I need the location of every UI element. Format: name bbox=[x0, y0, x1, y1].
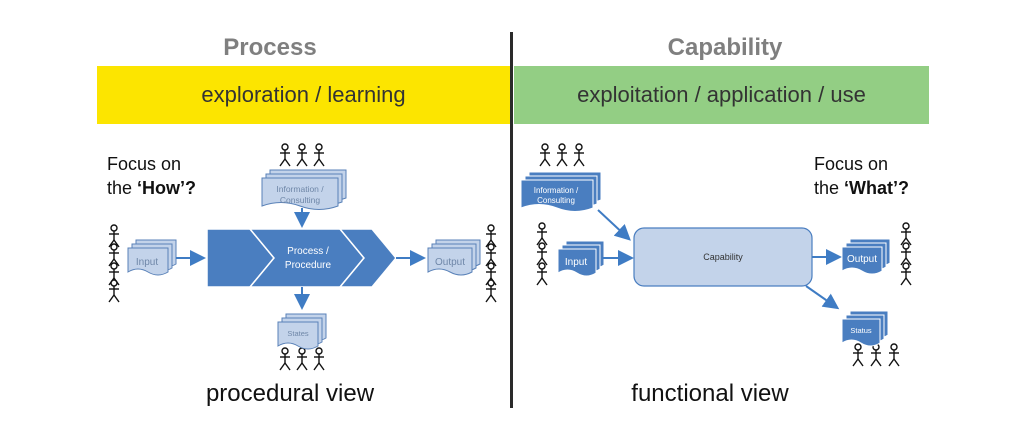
input-doc-left: Input bbox=[127, 239, 177, 276]
people-group-input-right bbox=[536, 222, 548, 286]
people-group-info-left bbox=[279, 143, 325, 167]
functional-view-label: functional view bbox=[631, 380, 789, 407]
info-consulting-doc-left: Information / Consulting bbox=[261, 169, 347, 210]
capability-box: Capability bbox=[633, 227, 813, 287]
process-chevrons: Process / Procedure bbox=[206, 228, 397, 288]
info-doc-left-line1: Information / bbox=[276, 184, 324, 194]
people-group-input-left bbox=[108, 224, 120, 303]
input-doc-right-label: Input bbox=[565, 257, 587, 268]
process-label-line2: Procedure bbox=[285, 260, 332, 271]
focus-what-suffix: ? bbox=[898, 178, 910, 198]
exploration-band: exploration / learning bbox=[97, 66, 510, 124]
focus-how-suffix: ? bbox=[185, 178, 197, 198]
focus-how-prefix: the bbox=[107, 178, 138, 198]
process-heading: Process bbox=[223, 34, 317, 61]
focus-what-line2: the ‘What’? bbox=[814, 176, 909, 200]
info-doc-left-line2: Consulting bbox=[280, 195, 320, 205]
people-group-output-right bbox=[900, 222, 912, 286]
input-doc-left-label: Input bbox=[136, 257, 158, 268]
exploitation-band: exploitation / application / use bbox=[514, 66, 929, 124]
arrow-capability-to-status bbox=[805, 285, 840, 310]
procedural-view-label: procedural view bbox=[205, 380, 375, 407]
column-divider bbox=[510, 32, 513, 408]
states-doc-label: States bbox=[287, 329, 309, 338]
info-doc-right-line1: Information / bbox=[534, 186, 579, 195]
status-doc: Status bbox=[841, 310, 889, 347]
arrow-info-to-capability bbox=[597, 209, 631, 241]
focus-what-bold: ‘What’ bbox=[844, 178, 899, 198]
status-doc-label: Status bbox=[850, 326, 872, 335]
output-doc-left-label: Output bbox=[435, 257, 465, 268]
output-doc-right-label: Output bbox=[847, 254, 877, 265]
exploration-band-label: exploration / learning bbox=[201, 82, 406, 107]
exploitation-band-label: exploitation / application / use bbox=[577, 82, 866, 107]
focus-what-prefix: the bbox=[814, 178, 845, 198]
output-doc-left: Output bbox=[427, 239, 481, 276]
input-doc-right: Input bbox=[557, 240, 605, 277]
focus-how-line1: Focus on bbox=[107, 154, 182, 174]
states-doc: States bbox=[277, 313, 327, 350]
focus-how-line2: the ‘How’? bbox=[107, 176, 196, 200]
info-doc-right-line2: Consulting bbox=[537, 196, 575, 205]
people-group-states bbox=[279, 347, 325, 371]
people-group-status bbox=[852, 343, 900, 367]
capability-heading: Capability bbox=[667, 34, 783, 61]
capability-box-label: Capability bbox=[703, 252, 743, 262]
process-label-line1: Process / bbox=[287, 246, 329, 257]
focus-what-line1: Focus on bbox=[814, 154, 889, 174]
people-group-info-right bbox=[539, 143, 585, 167]
focus-how-bold: ‘How’ bbox=[137, 178, 186, 198]
focus-what-text: Focus on the ‘What’? bbox=[814, 152, 909, 200]
output-doc-right: Output bbox=[841, 238, 891, 275]
focus-how-text: Focus on the ‘How’? bbox=[107, 152, 196, 200]
info-consulting-doc-right: Information / Consulting bbox=[520, 171, 602, 212]
people-group-output-left bbox=[485, 224, 497, 303]
